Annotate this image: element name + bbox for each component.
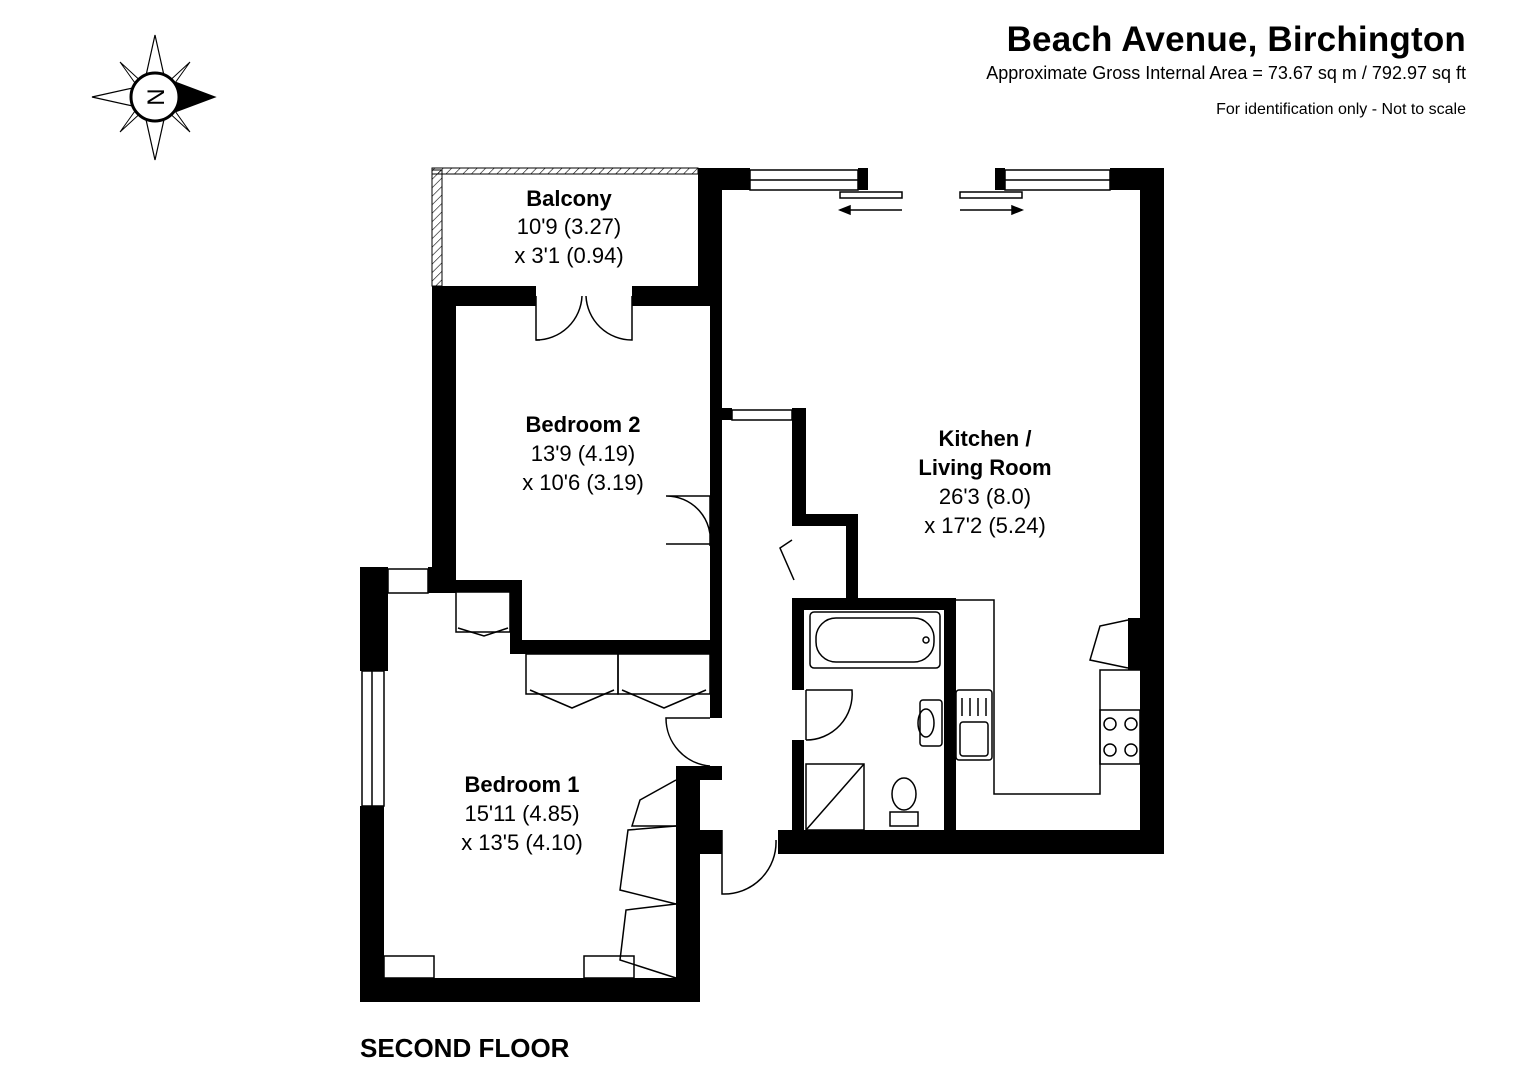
bedroom2-dim1: 13'9 (4.19)	[531, 441, 636, 466]
bedroom1-dim2: x 13'5 (4.10)	[461, 830, 583, 855]
kitchen-name2: Living Room	[918, 455, 1051, 480]
kitchen-name1: Kitchen /	[939, 426, 1032, 451]
kitchen-dim1: 26'3 (8.0)	[939, 484, 1031, 509]
balcony-name: Balcony	[526, 186, 612, 211]
room-labels: Balcony 10'9 (3.27) x 3'1 (0.94) Bedroom…	[461, 186, 1051, 855]
balcony-dim1: 10'9 (3.27)	[517, 214, 622, 239]
disclaimer-note: For identification only - Not to scale	[1216, 101, 1466, 118]
property-title: Beach Avenue, Birchington	[1006, 20, 1466, 59]
balcony-dim2: x 3'1 (0.94)	[514, 243, 623, 268]
compass-north-letter: N	[142, 88, 169, 105]
header: Beach Avenue, Birchington Approximate Gr…	[986, 18, 1466, 120]
bedroom1-name: Bedroom 1	[465, 772, 580, 797]
bedroom1-dim1: 15'11 (4.85)	[464, 801, 579, 826]
kitchen-dim2: x 17'2 (5.24)	[924, 513, 1046, 538]
bedroom2-dim2: x 10'6 (3.19)	[522, 470, 644, 495]
bedroom2-name: Bedroom 2	[526, 412, 641, 437]
walls	[360, 168, 1164, 1002]
floor-label: SECOND FLOOR	[360, 1033, 570, 1063]
compass-rose-icon: N	[91, 34, 217, 161]
gross-internal-area: Approximate Gross Internal Area = 73.67 …	[986, 63, 1466, 83]
